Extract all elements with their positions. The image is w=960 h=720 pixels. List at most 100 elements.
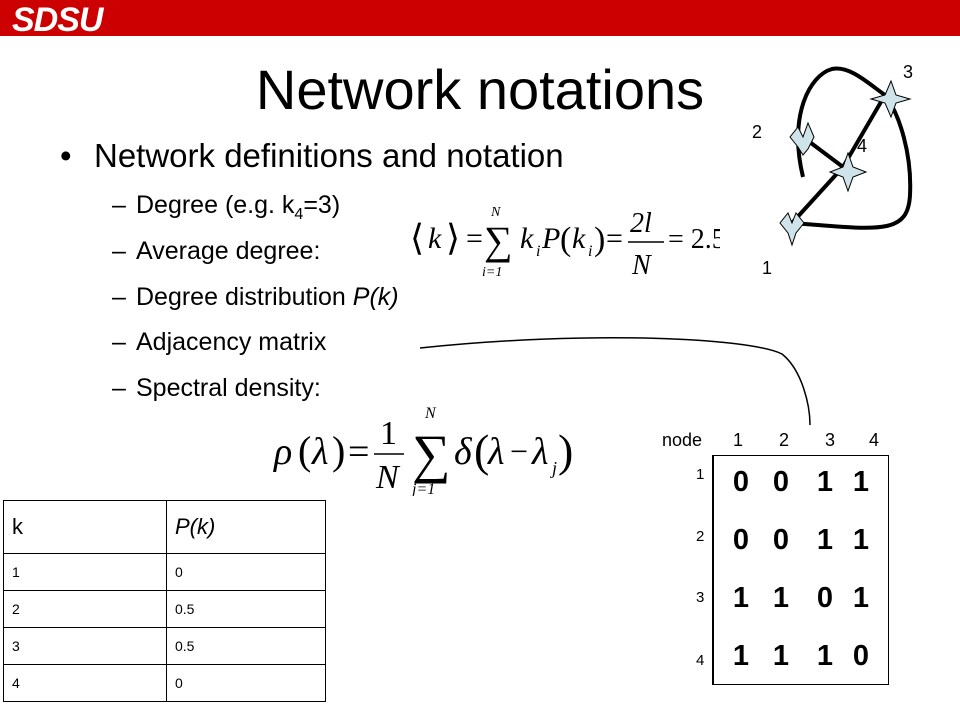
subitem-spectral-density: –Spectral density:: [112, 374, 321, 402]
svg-text:=: =: [348, 431, 369, 473]
spectral-density-formula: ρ ( λ ) = 1 N N ∑ j=1 δ ( λ − λ j ): [273, 405, 572, 496]
svg-text:): ): [558, 425, 572, 476]
svg-text:−: −: [510, 433, 528, 469]
top-brand-bar: SDSU: [0, 0, 960, 36]
cell-k: 4: [3, 664, 167, 702]
main-bullet-text: Network definitions and notation: [94, 137, 564, 174]
matrix-row-label: 3: [696, 589, 705, 606]
matrix-col-label: 2: [779, 430, 790, 450]
svg-text:= 2.5: = 2.5: [668, 224, 720, 255]
svg-text:P: P: [541, 222, 560, 255]
matrix-cell: 0: [772, 466, 790, 498]
svg-text:1: 1: [380, 415, 397, 452]
matrix-col-label: 3: [825, 430, 836, 450]
edge-1-4: [790, 165, 845, 225]
node-label-3: 3: [903, 62, 914, 82]
matrix-cell: 1: [732, 640, 750, 672]
degree-distribution-table: k P(k) 1 0 2 0.5 3 0.5 4 0: [3, 500, 326, 702]
svg-text:k: k: [428, 222, 442, 255]
svg-text:): ): [332, 428, 345, 473]
bullet-symbol: •: [60, 137, 72, 174]
svg-text:=: =: [606, 222, 623, 255]
edge-3-1: [791, 93, 913, 230]
node-label-1: 1: [762, 258, 773, 278]
svg-text:SDSU: SDSU: [12, 1, 105, 36]
svg-text:): ): [594, 221, 605, 258]
subitem-adjacency-matrix: –Adjacency matrix: [112, 328, 327, 356]
matrix-col-label: 4: [869, 430, 880, 450]
svg-text:(: (: [298, 428, 311, 473]
matrix-cell: 0: [732, 524, 750, 556]
edge-4-3: [841, 93, 887, 169]
matrix-cell: 1: [852, 524, 870, 556]
node-4-star: [828, 151, 868, 193]
cell-k: 3: [3, 627, 167, 665]
matrix-cell: 1: [816, 466, 834, 498]
svg-text:λ: λ: [311, 431, 328, 473]
svg-text:i=1: i=1: [482, 265, 502, 280]
svg-text:N: N: [490, 205, 501, 220]
matrix-row-label: 2: [696, 528, 705, 545]
matrix-cell: 1: [732, 582, 750, 614]
node-3-star: [869, 79, 912, 119]
svg-text:∑: ∑: [412, 424, 451, 484]
svg-text:k: k: [572, 222, 586, 255]
matrix-row-label: 1: [696, 466, 705, 483]
subitem-degree: –Degree (e.g. k4=3): [112, 191, 341, 223]
table-row: 1 0: [3, 553, 326, 591]
column-header-pk: P(k): [166, 500, 326, 554]
matrix-cell: 1: [852, 466, 870, 498]
matrix-col-label: 1: [733, 430, 744, 450]
svg-text:(: (: [474, 425, 489, 476]
svg-text:N: N: [375, 459, 401, 496]
table-row: 4 0: [3, 664, 326, 702]
matrix-cell: 0: [816, 582, 834, 614]
cell-pk: 0: [166, 664, 326, 702]
matrix-cell: 1: [852, 582, 870, 614]
svg-text:j: j: [550, 458, 557, 478]
matrix-cell: 1: [772, 640, 790, 672]
node-label-2: 2: [752, 122, 763, 142]
adjacency-matrix: 0 0 1 1 0 0 1 1 1 1 0 1 1 1 1 0: [712, 455, 889, 685]
table-row: 2 0.5: [3, 590, 326, 628]
cell-k: 2: [3, 590, 167, 628]
svg-text:∑: ∑: [484, 218, 513, 263]
svg-text:(: (: [560, 221, 571, 258]
subitem-average-degree: –Average degree:: [112, 237, 321, 265]
svg-text:λ: λ: [531, 431, 548, 473]
sdsu-logo: SDSU: [12, 1, 106, 36]
connector-curve: [419, 336, 811, 426]
table-header-row: k P(k): [3, 500, 326, 554]
cell-pk: 0.5: [166, 627, 326, 665]
svg-text:N: N: [631, 250, 652, 281]
svg-text:δ: δ: [454, 431, 473, 473]
matrix-corner-label: node: [662, 430, 703, 450]
matrix-cell: 1: [816, 640, 834, 672]
svg-text:N: N: [424, 405, 437, 422]
cell-pk: 0: [166, 553, 326, 591]
column-header-k: k: [3, 500, 167, 554]
matrix-cell: 0: [852, 640, 870, 672]
node-2-star: [789, 121, 815, 156]
svg-text:ρ: ρ: [273, 431, 292, 473]
average-degree-formula: ⟨ k ⟩ = N ∑ i=1 k i P ( k i ) = 2l N = 2…: [410, 205, 720, 281]
subitem-degree-distribution: –Degree distribution P(k): [112, 283, 399, 311]
svg-text:j=1: j=1: [410, 481, 435, 496]
svg-text:i: i: [588, 243, 592, 260]
network-graph: [779, 66, 913, 247]
svg-text:⟩: ⟩: [446, 218, 460, 258]
slide-title: Network notations: [255, 58, 705, 121]
cell-k: 1: [3, 553, 167, 591]
node-1-star: [779, 212, 805, 247]
svg-text:⟨: ⟨: [410, 218, 424, 258]
matrix-cell: 1: [772, 582, 790, 614]
edge-2-3: [796, 66, 887, 178]
svg-text:=: =: [466, 222, 483, 255]
cell-pk: 0.5: [166, 590, 326, 628]
matrix-cell: 0: [772, 524, 790, 556]
matrix-row-label: 4: [696, 652, 705, 669]
node-label-4: 4: [857, 136, 868, 156]
table-row: 3 0.5: [3, 627, 326, 665]
svg-text:k: k: [520, 222, 534, 255]
svg-text:λ: λ: [487, 431, 504, 473]
